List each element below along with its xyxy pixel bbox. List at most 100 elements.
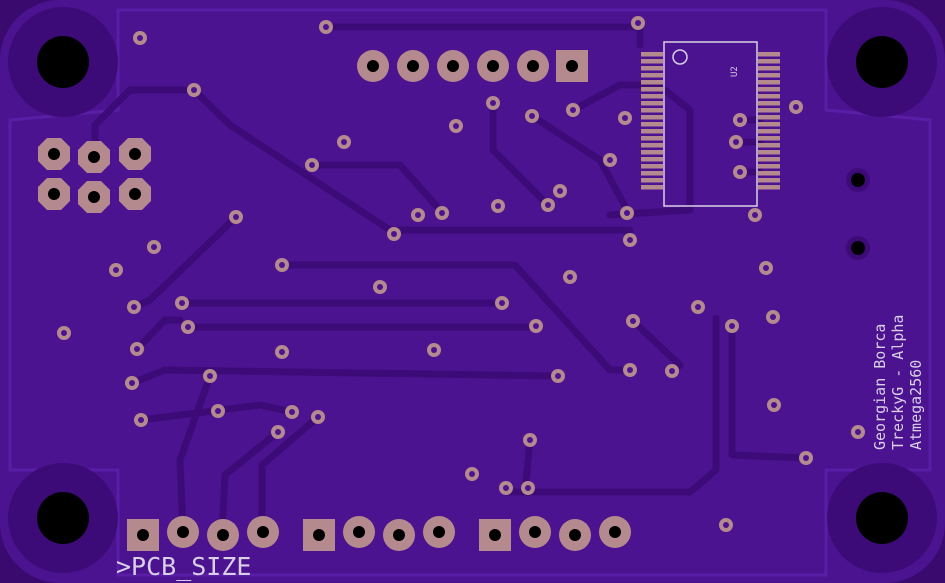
ic-u2-outline: [663, 41, 758, 207]
via-drill: [733, 139, 739, 145]
ic-u2-pad: [758, 136, 780, 141]
via-drill: [490, 100, 496, 106]
ic-u2-pad: [758, 171, 780, 176]
ic-u2-pad: [758, 150, 780, 155]
ic-u2-pad: [641, 87, 663, 92]
via-drill: [695, 304, 701, 310]
via-drill: [415, 212, 421, 218]
ic-u2-pad: [641, 157, 663, 162]
ic-u2-pad: [641, 122, 663, 127]
ic-u2-pad: [758, 66, 780, 71]
via-drill: [737, 117, 743, 123]
mounting-hole-bottom-left: [37, 492, 89, 544]
ic-u2-pad: [758, 122, 780, 127]
ic-u2-pad: [758, 59, 780, 64]
via-drill: [499, 300, 505, 306]
mounting-hole-top-left: [37, 36, 89, 88]
via-drill: [207, 373, 213, 379]
via-drill: [529, 113, 535, 119]
via-drill: [723, 522, 729, 528]
via-drill: [729, 323, 735, 329]
via-drill: [469, 471, 475, 477]
traces: [91, 23, 810, 537]
mounting-holes: [37, 36, 908, 544]
via-drill: [555, 373, 561, 379]
via-drill: [545, 202, 551, 208]
copper-pour-edges: [8, 8, 932, 577]
via-drill: [503, 485, 509, 491]
vias: [57, 16, 865, 532]
header-bottom-right-4pin: [479, 516, 631, 551]
ic-u2-pad: [758, 129, 780, 134]
via-drill: [627, 237, 633, 243]
via-drill: [453, 123, 459, 129]
pcb-size-label: >PCB_SIZE: [116, 552, 251, 581]
via-drill: [131, 304, 137, 310]
via-drill: [527, 437, 533, 443]
via-drill: [557, 188, 563, 194]
via-drill: [289, 409, 295, 415]
via-drill: [61, 330, 67, 336]
via-drill: [607, 157, 613, 163]
via-drill: [855, 429, 861, 435]
via-drill: [763, 265, 769, 271]
via-drill: [215, 408, 221, 414]
ic-u2-pad: [641, 80, 663, 85]
via-drill: [134, 346, 140, 352]
ic-u2-pad: [758, 178, 780, 183]
via-drill: [533, 323, 539, 329]
ic-u2-pad: [641, 150, 663, 155]
via-drill: [309, 162, 315, 168]
header-bottom-middle-4pin: [303, 516, 455, 551]
via-drill: [275, 429, 281, 435]
ic-u2-pad: [758, 73, 780, 78]
via-drill: [669, 368, 675, 374]
silk-mcu: Atmega2560: [907, 360, 925, 450]
via-drill: [138, 417, 144, 423]
ic-u2-pad: [758, 52, 780, 57]
via-drill: [624, 210, 630, 216]
via-drill: [377, 284, 383, 290]
via-drill: [191, 87, 197, 93]
ic-u2-pad: [641, 136, 663, 141]
mounting-hole-top-right: [856, 36, 908, 88]
via-drill: [570, 107, 576, 113]
ic-u2-pad: [641, 101, 663, 106]
ic-u2-pad: [758, 185, 780, 190]
ic-u2-pad: [641, 129, 663, 134]
ic-u2-pad: [641, 171, 663, 176]
via-drill: [151, 244, 157, 250]
via-drill: [137, 35, 143, 41]
silk-project: TreckyG - Alpha: [889, 315, 907, 450]
ic-u2-pad: [641, 66, 663, 71]
via-drill: [495, 203, 501, 209]
via-drill: [279, 349, 285, 355]
ic-u2-pad: [641, 94, 663, 99]
ic-u2-pad: [758, 143, 780, 148]
ic-u2-pad: [641, 52, 663, 57]
small-holes: [846, 168, 870, 260]
via-drill: [431, 347, 437, 353]
via-drill: [630, 318, 636, 324]
ic-u2-pad: [758, 164, 780, 169]
via-drill: [179, 300, 185, 306]
via-drill: [752, 212, 758, 218]
via-drill: [770, 314, 776, 320]
ic-u2-pad: [758, 94, 780, 99]
ic-u2-designator: U2: [730, 66, 740, 77]
ic-u2-pad: [641, 185, 663, 190]
via-drill: [525, 485, 531, 491]
ic-u2-pad: [641, 143, 663, 148]
via-drill: [185, 324, 191, 330]
ic-u2-pad: [641, 73, 663, 78]
via-drill: [627, 367, 633, 373]
ic-u2-pin1-marker: [672, 49, 688, 65]
ic-u2-footprint: U2: [641, 41, 780, 207]
silk-author: Georgian Borca: [871, 324, 889, 450]
ic-u2-pad: [641, 59, 663, 64]
via-drill: [233, 214, 239, 220]
via-drill: [439, 210, 445, 216]
via-drill: [129, 380, 135, 386]
